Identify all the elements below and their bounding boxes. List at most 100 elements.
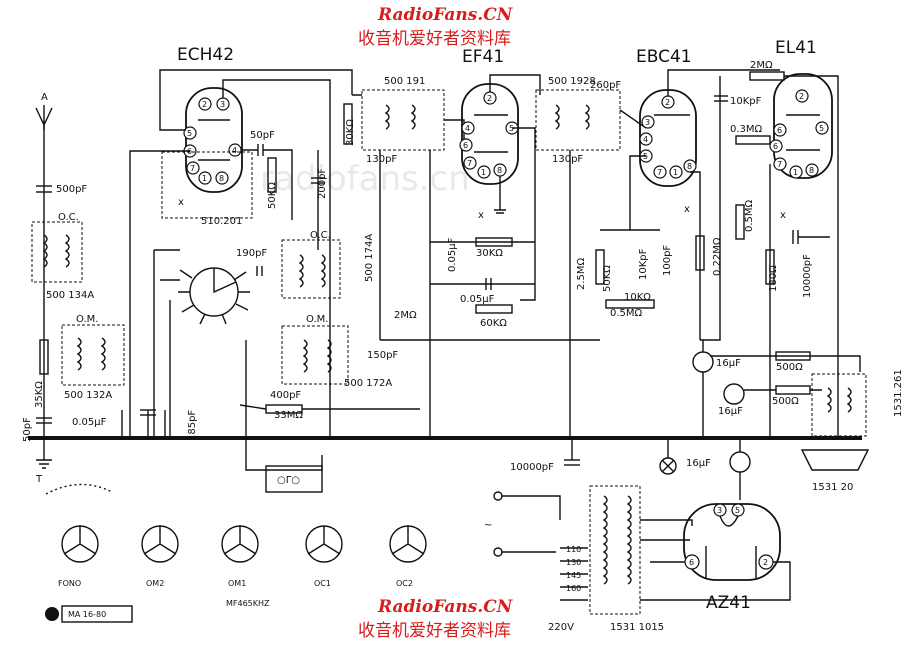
- svg-text:8: 8: [687, 162, 692, 171]
- chinese-watermark-bottom: 收音机爱好者资料库: [358, 621, 511, 641]
- switch-pos-om1: OM1: [228, 579, 246, 588]
- wave-switch: [178, 267, 250, 325]
- c-005pf-ef-label: 0.05μF: [460, 294, 495, 305]
- svg-text:5: 5: [187, 129, 192, 138]
- svg-text:4: 4: [232, 146, 237, 155]
- coil-500134a-label: 500 134A: [46, 290, 94, 301]
- c-185pf-label: 185pF: [187, 410, 198, 441]
- svg-text:4: 4: [643, 135, 648, 144]
- r-25m-label: 2.5MΩ: [576, 257, 587, 290]
- c-10000pf-mains-label: 10000pF: [510, 462, 554, 473]
- tube-ebc41: 2 3 4 5 7 1 8 x: [639, 89, 697, 215]
- switch-positions: FONO OM2 OM1 OC1 OC2: [45, 483, 427, 588]
- mains-transformer: 1531 1015: [589, 485, 664, 633]
- c-16uf-b-label: 16μF: [718, 406, 743, 417]
- coil-oc-label: O.C.: [58, 212, 79, 223]
- mains-1531-1015-label: 1531 1015: [610, 622, 664, 633]
- antenna: A 500pF T 35KΩ 50pF: [22, 92, 87, 485]
- svg-text:6: 6: [463, 141, 468, 150]
- output-transformer: 1531.261: [811, 369, 904, 437]
- if-500191-label: 500 191: [384, 76, 425, 87]
- filter-caps: 16μF 16μF 16μF 500Ω 500Ω: [686, 351, 811, 473]
- r-05m-el-label: 0.5MΩ: [744, 199, 755, 232]
- c-16uf-c-label: 16μF: [686, 458, 711, 469]
- svg-text:1: 1: [673, 168, 678, 177]
- c-130pf-b-label: 130pF: [552, 154, 583, 165]
- r-022m-label: 0.22MΩ: [712, 237, 723, 276]
- osc-coil-om: O.M. 500 172A: [281, 314, 392, 389]
- svg-text:2: 2: [799, 92, 804, 101]
- r-500-a-label: 500Ω: [776, 362, 803, 373]
- svg-text:5: 5: [509, 124, 514, 133]
- tube-ef41: 2 4 5 6 7 1 8 x: [459, 83, 519, 221]
- r-2m-top-label: 2MΩ: [750, 60, 773, 71]
- r-03m-label: 0.3MΩ: [730, 124, 763, 135]
- r-35k-label: 35KΩ: [34, 381, 45, 408]
- svg-text:8: 8: [219, 174, 224, 183]
- r-2m-ef-label: 2MΩ: [394, 310, 417, 321]
- r-60k-label: 60KΩ: [480, 318, 507, 329]
- c-200pf-label: 200pF: [317, 168, 328, 199]
- svg-text:~: ~: [484, 520, 492, 531]
- r-05m-pot-label: 0.5MΩ: [610, 308, 643, 319]
- svg-text:8: 8: [497, 166, 502, 175]
- chinese-watermark-top: 收音机爱好者资料库: [358, 29, 511, 49]
- tube-label-ef41: EF41: [462, 47, 504, 67]
- svg-text:8: 8: [809, 166, 814, 175]
- r-500-b-label: 500Ω: [772, 396, 799, 407]
- c-50pf-label: 50pF: [250, 130, 275, 141]
- antenna-label: A: [41, 92, 48, 103]
- switch-pos-oc2: OC2: [396, 579, 413, 588]
- svg-text:2: 2: [665, 98, 670, 107]
- tap-145: 145: [566, 571, 581, 580]
- svg-text:1: 1: [793, 168, 798, 177]
- switch-pos-fono: FONO: [58, 579, 81, 588]
- if-5001928-label: 500 1928: [548, 76, 596, 87]
- coil-500174a-label: 500 174A: [364, 234, 375, 282]
- svg-text:3: 3: [220, 100, 225, 109]
- manufacturer-logo: MA 16-80: [45, 605, 133, 623]
- svg-text:6: 6: [773, 142, 778, 151]
- logo-code-label: MA 16-80: [68, 610, 106, 619]
- out-1531261-label: 1531.261: [893, 369, 904, 417]
- antenna-coil-oc: O.C. 500 134A: [31, 212, 94, 301]
- c-500pf-ant-label: 500pF: [56, 184, 87, 195]
- tap-160: 160: [566, 584, 581, 593]
- svg-text:7: 7: [467, 159, 472, 168]
- svg-text:7: 7: [657, 168, 662, 177]
- r-50k-det-label: 50KΩ: [602, 265, 613, 292]
- c-50pf-ant-label: 50pF: [22, 417, 33, 442]
- coil-510201-label: 510.201: [201, 216, 242, 227]
- coil-om-label: O.M.: [76, 314, 98, 325]
- tube-ech42: 2 3 5 6 4 7 1 8 x: [178, 87, 243, 208]
- svg-text:5: 5: [819, 124, 824, 133]
- svg-text:5: 5: [735, 506, 740, 515]
- osc-coil-oc-label: O.C.: [310, 230, 331, 241]
- coil-500132a-label: 500 132A: [64, 390, 112, 401]
- svg-text:x: x: [178, 197, 184, 208]
- ground-terminal-label: T: [35, 474, 43, 485]
- svg-text:x: x: [684, 204, 690, 215]
- site-watermark-bottom: RadioFans.CN: [377, 597, 514, 617]
- svg-text:7: 7: [777, 160, 782, 169]
- svg-text:7: 7: [190, 164, 195, 173]
- svg-text:2: 2: [763, 558, 768, 567]
- tube-label-el41: EL41: [775, 38, 817, 58]
- tube-label-ebc41: EBC41: [636, 47, 692, 67]
- pickup-label: ○Γ○: [277, 475, 300, 486]
- c-150pf-label: 150pF: [367, 350, 398, 361]
- svg-text:2: 2: [487, 94, 492, 103]
- c-10000pf-el-label: 10000pF: [802, 254, 813, 298]
- speaker: [800, 449, 870, 471]
- svg-text:1: 1: [481, 168, 486, 177]
- svg-text:4: 4: [465, 124, 470, 133]
- antenna-coil-om: O.M. 500 132A: [61, 314, 125, 401]
- r-50k-osc-label: 50KΩ: [267, 182, 278, 209]
- switch-pos-oc1: OC1: [314, 579, 331, 588]
- osc-coil-om-label: O.M.: [306, 314, 328, 325]
- svg-text:x: x: [478, 210, 484, 221]
- r-180-label: 180Ω: [768, 265, 779, 292]
- svg-text:x: x: [780, 210, 786, 221]
- tap-130: 130: [566, 558, 581, 567]
